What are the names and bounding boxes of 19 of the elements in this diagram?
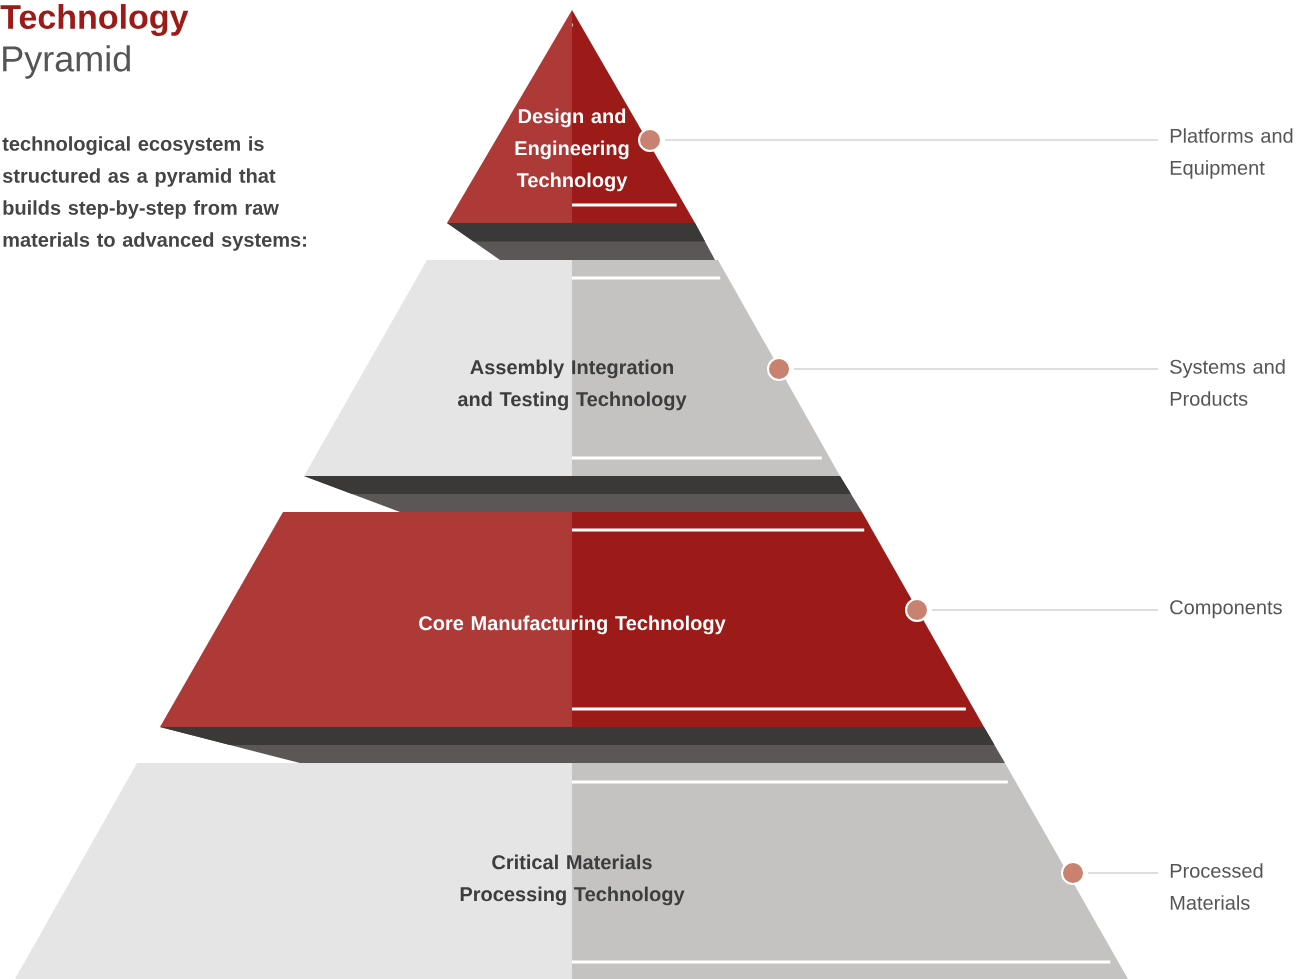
side-label: Processed Materials [1170,863,1263,910]
leader-line [1087,872,1159,874]
marker-dot [905,598,929,622]
marker-dot [1061,861,1085,885]
pyramid-tier: Assembly Integration and Testing Technology [304,260,840,476]
subtitle: Pyramid [3,45,130,79]
title: Technology [0,4,189,36]
leader-line [664,139,1159,141]
marker-dot [767,357,791,381]
side-label: Systems and Products [1170,359,1285,406]
pyramid-tier: Critical Materials Processing Technology [15,763,1128,979]
marker-dot [638,127,662,152]
side-label: Platforms and Equipment [1170,128,1293,179]
leader-line [931,609,1159,611]
pyramid-tier: Design and Engineering Technology [447,10,695,223]
side-label: Components [1170,600,1282,619]
leader-line [793,368,1159,370]
pyramid-tier: Core Manufacturing Technology [160,512,984,727]
intro-paragraph: technological ecosystem is structured as a pyramid that builds step-by-step from raw materials to advanced systems: [2,136,306,251]
